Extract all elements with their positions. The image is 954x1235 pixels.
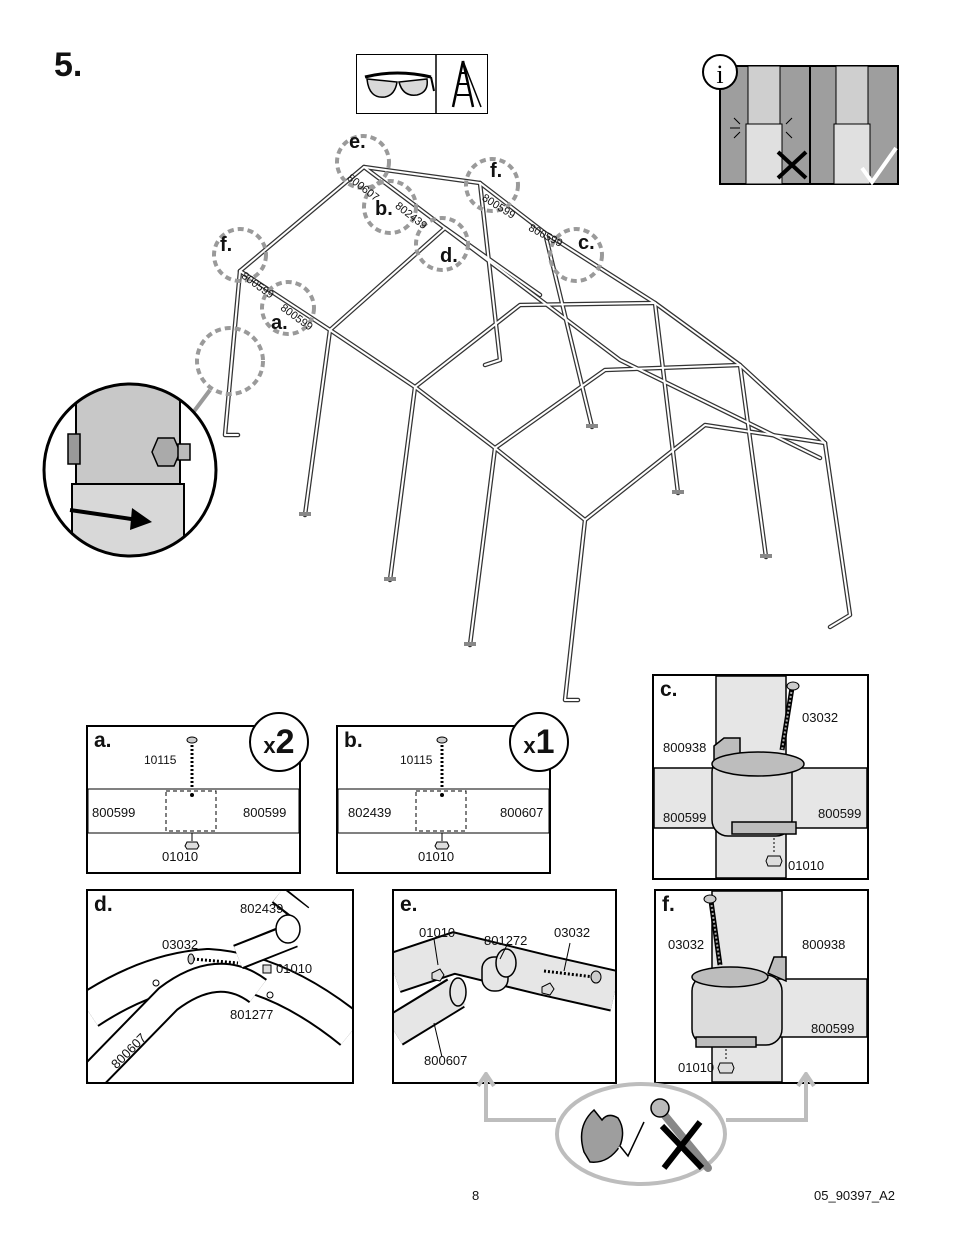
document-code: 05_90397_A2 <box>814 1188 895 1203</box>
panel-a-letter: a. <box>94 729 112 752</box>
panel-d-bolt-code: 03032 <box>162 937 199 952</box>
panel-c-left-tube: 800599 <box>663 810 707 825</box>
panel-c-nut-code: 01010 <box>788 858 825 873</box>
panel-b-letter: b. <box>344 729 363 752</box>
callout-f-left: f. <box>220 234 233 256</box>
panel-d: d. 802439 03032 01010 801277 800607 <box>86 889 354 1084</box>
panel-b-bolt-code: 10115 <box>400 753 433 767</box>
panel-c-bracket-code: 800938 <box>663 740 707 755</box>
panel-a-bolt-code: 10115 <box>144 753 177 767</box>
panel-d-nut-code: 01010 <box>276 961 313 976</box>
hand-icon <box>580 1108 647 1163</box>
panel-d-connector-code: 801277 <box>230 1007 274 1022</box>
panel-b-right-tube: 800607 <box>500 805 544 820</box>
callout-f-right: f. <box>490 160 503 182</box>
panel-f-tube-code: 800599 <box>811 1021 855 1036</box>
info-panel: i <box>700 52 900 186</box>
panel-e-letter: e. <box>400 893 418 916</box>
safety-icons <box>356 54 488 114</box>
hand-tighten-callout <box>476 1072 816 1192</box>
panel-a-multiplier: x2 <box>249 712 309 772</box>
panel-c: c. 03032 800938 800599 800599 01010 <box>652 674 869 880</box>
panel-b-left-tube: 802439 <box>348 805 392 820</box>
wrench-icon <box>650 1098 712 1172</box>
panel-a-nut-code: 01010 <box>162 849 199 864</box>
callout-a: a. <box>271 312 288 334</box>
step-number: 5. <box>54 46 83 84</box>
callout-d: d. <box>440 245 458 267</box>
panel-e-nut-code: 01010 <box>419 925 456 940</box>
ladder-icon <box>451 60 482 108</box>
panel-e-tube-code: 800607 <box>424 1053 468 1068</box>
arrow-right-icon <box>130 508 152 530</box>
panel-b-nut-code: 01010 <box>418 849 455 864</box>
right-check-icon <box>860 146 898 186</box>
panel-c-letter: c. <box>660 678 678 701</box>
callout-b: b. <box>375 198 393 220</box>
frame-diagram <box>40 125 900 715</box>
panel-f-nut-code: 01010 <box>678 1060 715 1075</box>
svg-text:i: i <box>716 60 723 89</box>
panel-d-letter: d. <box>94 893 113 916</box>
panel-e: e. 01010 801272 03032 800607 <box>392 889 617 1084</box>
panel-b-multiplier: x1 <box>509 712 569 772</box>
panel-a-right-tube: 800599 <box>243 805 287 820</box>
panel-c-bolt-code: 03032 <box>802 710 839 725</box>
page-number: 8 <box>472 1188 480 1203</box>
panel-f-letter: f. <box>662 893 675 916</box>
zoom-detail <box>40 380 220 560</box>
panel-c-right-tube: 800599 <box>818 806 862 821</box>
panel-e-bolt-code: 03032 <box>554 925 591 940</box>
panel-a-left-tube: 800599 <box>92 805 136 820</box>
panel-f: f. 03032 800938 800599 01010 <box>654 889 869 1084</box>
panel-f-bracket-code: 800938 <box>802 937 846 952</box>
callout-c: c. <box>578 232 595 254</box>
info-icon <box>702 54 738 90</box>
safety-glasses-icon <box>364 71 435 98</box>
wrong-cross-icon <box>776 150 808 180</box>
panel-d-top-tube: 802439 <box>240 901 284 916</box>
panel-e-connector-code: 801272 <box>484 933 528 948</box>
callout-e: e. <box>349 131 366 153</box>
panel-f-bolt-code: 03032 <box>668 937 705 952</box>
